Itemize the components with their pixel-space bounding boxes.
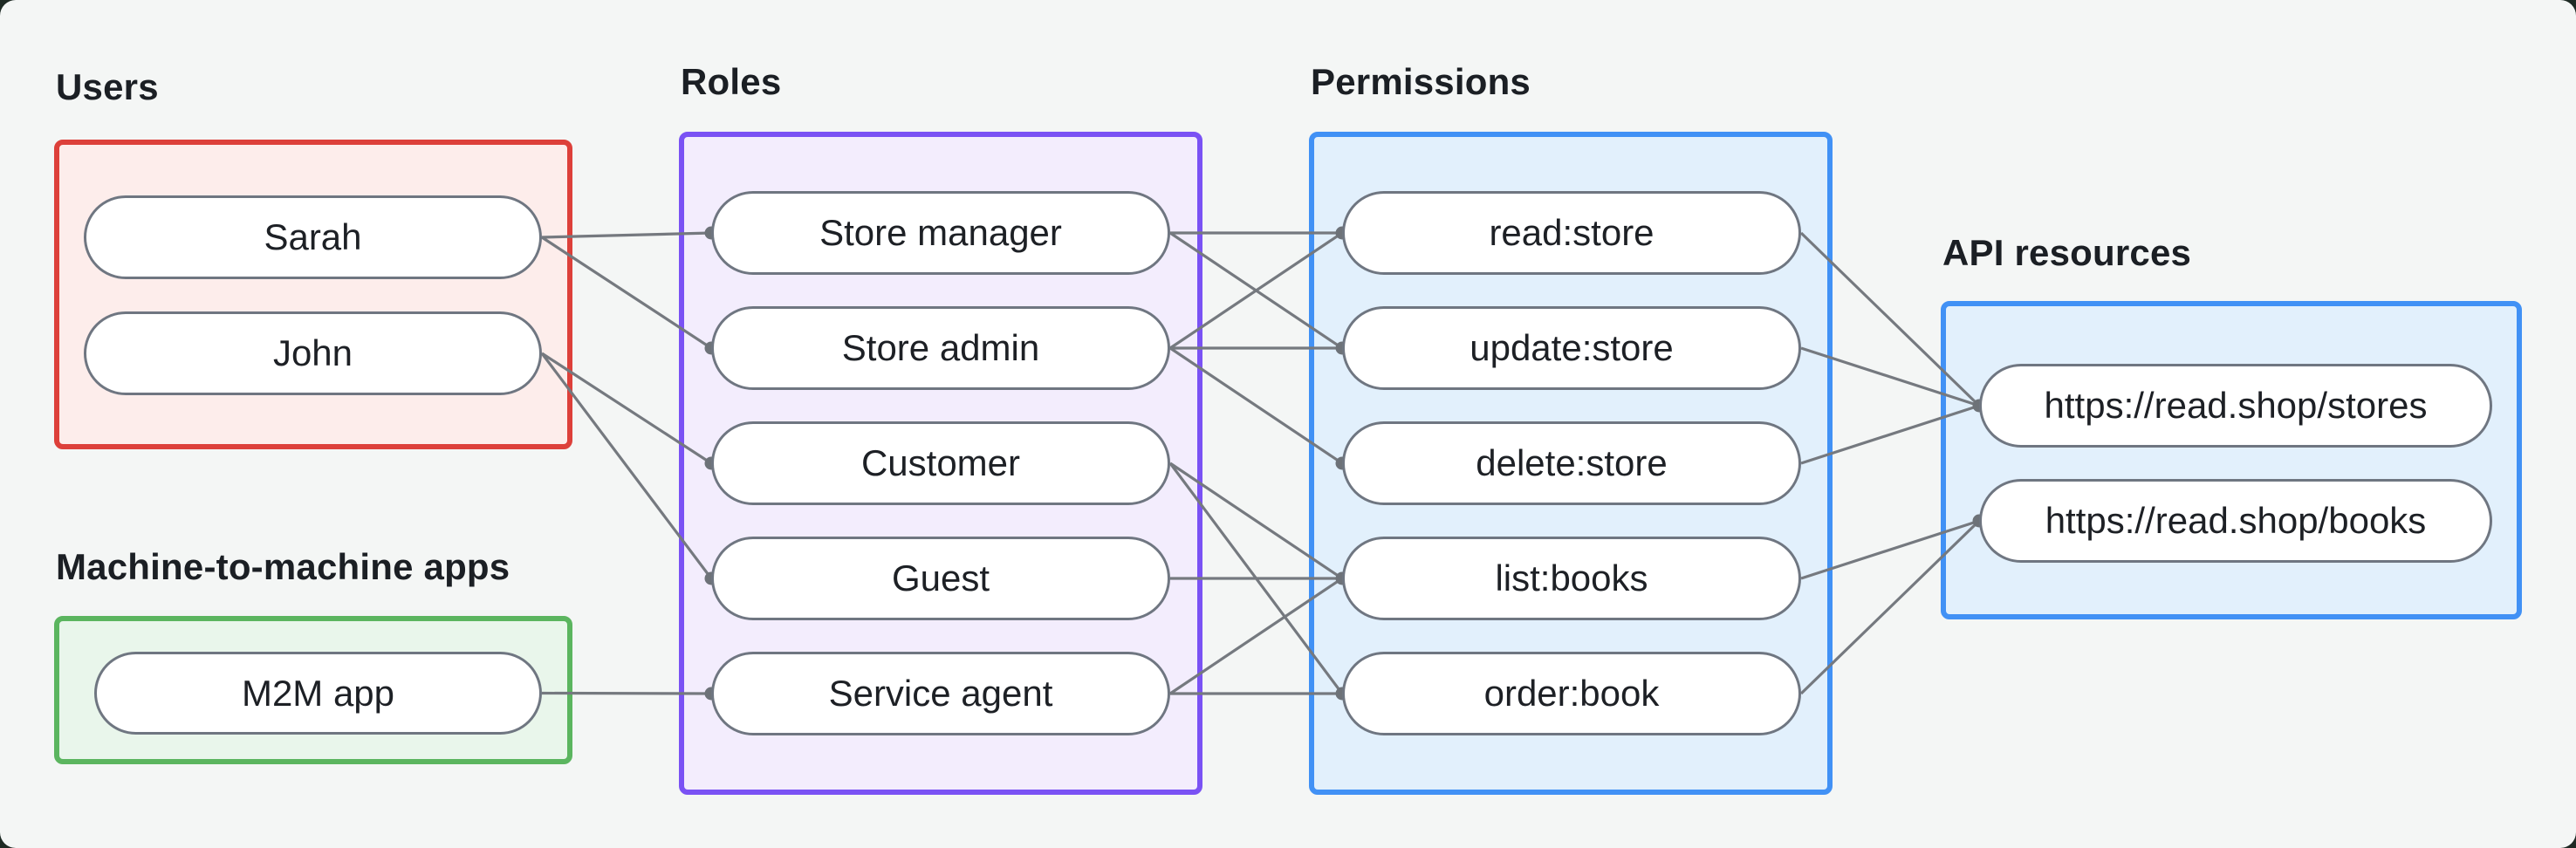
edge-order-book-to-books — [1799, 519, 1981, 695]
node-sarah: Sarah — [84, 195, 542, 279]
node-store-admin: Store admin — [711, 306, 1170, 390]
edge-delete-store-to-stores — [1800, 404, 1980, 465]
node-store-manager: Store manager — [711, 191, 1170, 275]
group-box-users — [54, 140, 572, 449]
group-box-api-resources — [1941, 301, 2522, 619]
edge-list-books-to-books — [1800, 519, 1980, 580]
group-label-roles: Roles — [681, 61, 782, 102]
edge-john-to-guest — [540, 352, 713, 579]
edge-service-agent-to-list-books — [1169, 577, 1343, 695]
node-update-store: update:store — [1342, 306, 1801, 390]
node-service-agent: Service agent — [711, 652, 1170, 735]
node-stores: https://read.shop/stores — [1979, 364, 2492, 448]
group-label-m2m-apps: Machine-to-machine apps — [56, 546, 510, 587]
node-list-books: list:books — [1342, 537, 1801, 620]
edge-store-admin-to-delete-store — [1169, 346, 1343, 465]
node-books: https://read.shop/books — [1979, 479, 2492, 563]
node-read-store: read:store — [1342, 191, 1801, 275]
node-order-book: order:book — [1342, 652, 1801, 735]
node-m2m-app: M2M app — [94, 652, 542, 735]
edge-update-store-to-stores — [1800, 346, 1980, 407]
node-john: John — [84, 311, 542, 395]
edge-john-to-customer — [541, 352, 712, 465]
edge-store-admin-to-read-store — [1169, 231, 1343, 350]
node-delete-store: delete:store — [1342, 421, 1801, 505]
edge-read-store-to-stores — [1799, 231, 1981, 407]
edge-sarah-to-store-admin — [541, 236, 712, 350]
group-label-api-resources: API resources — [1942, 232, 2192, 273]
group-label-users: Users — [56, 66, 159, 107]
node-guest: Guest — [711, 537, 1170, 620]
edge-customer-to-list-books — [1169, 462, 1343, 580]
edge-sarah-to-store-manager — [541, 231, 712, 239]
group-label-permissions: Permissions — [1311, 61, 1531, 102]
node-customer: Customer — [711, 421, 1170, 505]
